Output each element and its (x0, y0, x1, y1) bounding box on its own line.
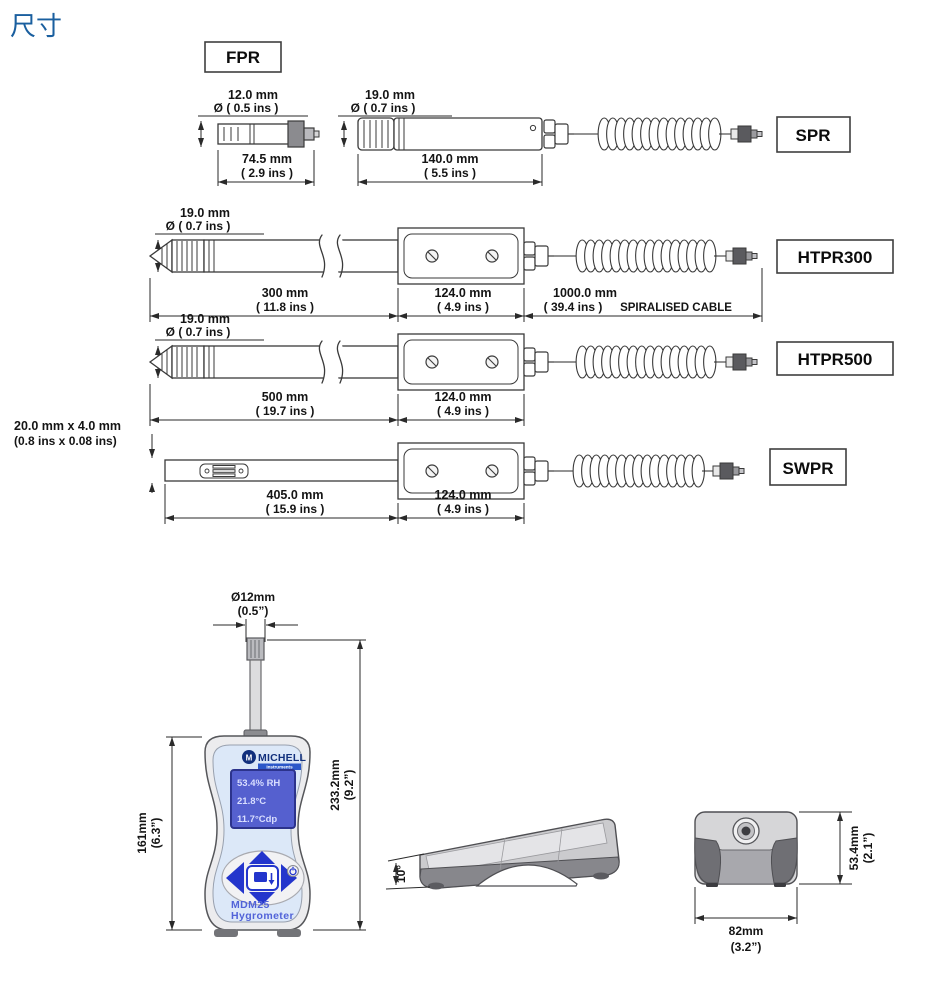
fpr-length-mm: 74.5 mm (242, 152, 292, 166)
spr-label-box (776, 116, 851, 153)
end-foot-left (706, 883, 718, 887)
htpr300-label-box (776, 239, 894, 274)
spr-diameter-ins: Ø ( 0.7 ins ) (351, 101, 416, 115)
htpr300-cable-note: SPIRALISED CABLE (620, 302, 732, 314)
swpr-label: SWPR (783, 459, 834, 478)
probe-stem (249, 659, 262, 733)
body-height-mm: 161mm (135, 812, 149, 853)
htpr500-diameter-ins: Ø ( 0.7 ins ) (166, 325, 231, 339)
htpr300-cable-mm: 1000.0 mm (553, 286, 617, 300)
page-title: 尺寸 (10, 12, 63, 41)
htpr300-length-ins: ( 11.8 ins ) (256, 300, 314, 314)
htpr500-handle-ins: ( 4.9 ins ) (437, 404, 489, 418)
lcd-screen (230, 769, 296, 829)
device-foot-right (277, 929, 301, 937)
htpr300-cable-ins: ( 39.4 ins ) (544, 300, 603, 314)
brand-name: MICHELL (258, 752, 306, 764)
spr-diameter-mm: 19.0 mm (365, 88, 415, 102)
michell-logo-icon (242, 750, 256, 764)
htpr300-handle-ins: ( 4.9 ins ) (437, 300, 489, 314)
htpr500-diagram: HTPR500 19.0 mm Ø ( 0.7 ins ) (148, 312, 894, 426)
side-arch-cutout (475, 864, 578, 887)
brand-subtitle: Instruments (266, 765, 293, 770)
logo-monogram: M (246, 754, 253, 763)
spr-length-ins: ( 5.5 ins ) (424, 166, 476, 180)
fpr-label-box (204, 41, 282, 73)
fpr-length-ins: ( 2.9 ins ) (241, 166, 293, 180)
spr-length-mm: 140.0 mm (422, 152, 479, 166)
swpr-size-ins: (0.8 ins x 0.08 ins) (14, 434, 117, 448)
swpr-handle-ins: ( 4.9 ins ) (437, 502, 489, 516)
swpr-size-mm: 20.0 mm x 4.0 mm (14, 419, 121, 433)
htpr500-label-box (776, 341, 894, 376)
spr-diagram: SPR 19.0 mm Ø ( 0.7 ins ) 140.0 mm ( 5.5 (338, 88, 851, 186)
fpr-diameter-ins: Ø ( 0.5 ins ) (214, 101, 279, 115)
htpr500-diameter-mm: 19.0 mm (180, 312, 230, 326)
up-arrow-button[interactable] (249, 851, 275, 864)
side-foot-left (428, 882, 444, 890)
reading-humidity: 53.4% RH (237, 778, 280, 789)
htpr300-diameter-mm: 19.0 mm (180, 206, 230, 220)
end-width-mm: 82mm (729, 924, 764, 938)
end-bumper-right (770, 837, 798, 884)
swpr-diagram: SWPR 20.0 mm x 4.0 mm (0.8 ins x 0.08 in… (14, 419, 847, 524)
swpr-label-box (769, 448, 847, 486)
end-height-ins: (2.1”) (861, 833, 875, 864)
end-width-ins: (3.2”) (731, 940, 762, 954)
reading-temperature: 21.8°C (237, 796, 266, 807)
right-arrow-button[interactable] (281, 864, 297, 892)
htpr500-length-ins: ( 19.7 ins ) (256, 404, 315, 418)
total-height-ins: (9.2”) (342, 770, 356, 801)
fpr-diameter-mm: 12.0 mm (228, 88, 278, 102)
connector-socket-icon (741, 826, 751, 836)
down-arrow-button[interactable] (249, 892, 275, 905)
end-foot-right (774, 883, 786, 887)
display-icon (254, 872, 267, 882)
hygrometer-side-view: 10° (385, 818, 620, 890)
swpr-handle-mm: 124.0 mm (435, 488, 492, 502)
probe-diameter-ins: (0.5”) (238, 604, 269, 618)
htpr300-diagram: HTPR300 19.0 mm Ø ( 0.7 ins ) (148, 206, 894, 322)
hygrometer-front-view: Ø12mm (0.5”) 233.2mm (9.2”) 161mm (6.3”) (135, 590, 366, 937)
hygrometer-end-view: 82mm (3.2”) 53.4mm (2.1”) (694, 811, 875, 954)
htpr300-length-mm: 300 mm (262, 286, 309, 300)
total-height-mm: 233.2mm (328, 759, 342, 810)
spr-label: SPR (796, 126, 831, 145)
htpr500-handle-mm: 124.0 mm (435, 390, 492, 404)
htpr300-label: HTPR300 (798, 248, 873, 267)
htpr300-handle-mm: 124.0 mm (435, 286, 492, 300)
model-name: MDM25 (231, 899, 270, 911)
model-type: Hygrometer (231, 910, 294, 922)
htpr500-label: HTPR500 (798, 350, 873, 369)
end-height-mm: 53.4mm (847, 826, 861, 871)
side-foot-right (593, 872, 609, 880)
end-bumper-left (694, 837, 722, 884)
body-height-ins: (6.3”) (149, 818, 163, 849)
side-top-face (425, 822, 608, 875)
reading-dewpoint: 11.7°Cdp (237, 814, 277, 825)
down-glyph-icon (268, 880, 275, 885)
swpr-length-mm: 405.0 mm (267, 488, 324, 502)
brand-bar (258, 763, 301, 770)
device-foot-left (214, 929, 238, 937)
probe-diameter-mm: Ø12mm (231, 590, 275, 604)
fpr-diagram: FPR 12.0 mm Ø ( 0.5 ins ) 74.5 mm ( 2.9 … (198, 41, 320, 186)
htpr300-diameter-ins: Ø ( 0.7 ins ) (166, 219, 231, 233)
swpr-length-ins: ( 15.9 ins ) (266, 502, 325, 516)
htpr500-length-mm: 500 mm (262, 390, 309, 404)
left-arrow-button[interactable] (226, 862, 244, 894)
fpr-label: FPR (226, 48, 260, 67)
